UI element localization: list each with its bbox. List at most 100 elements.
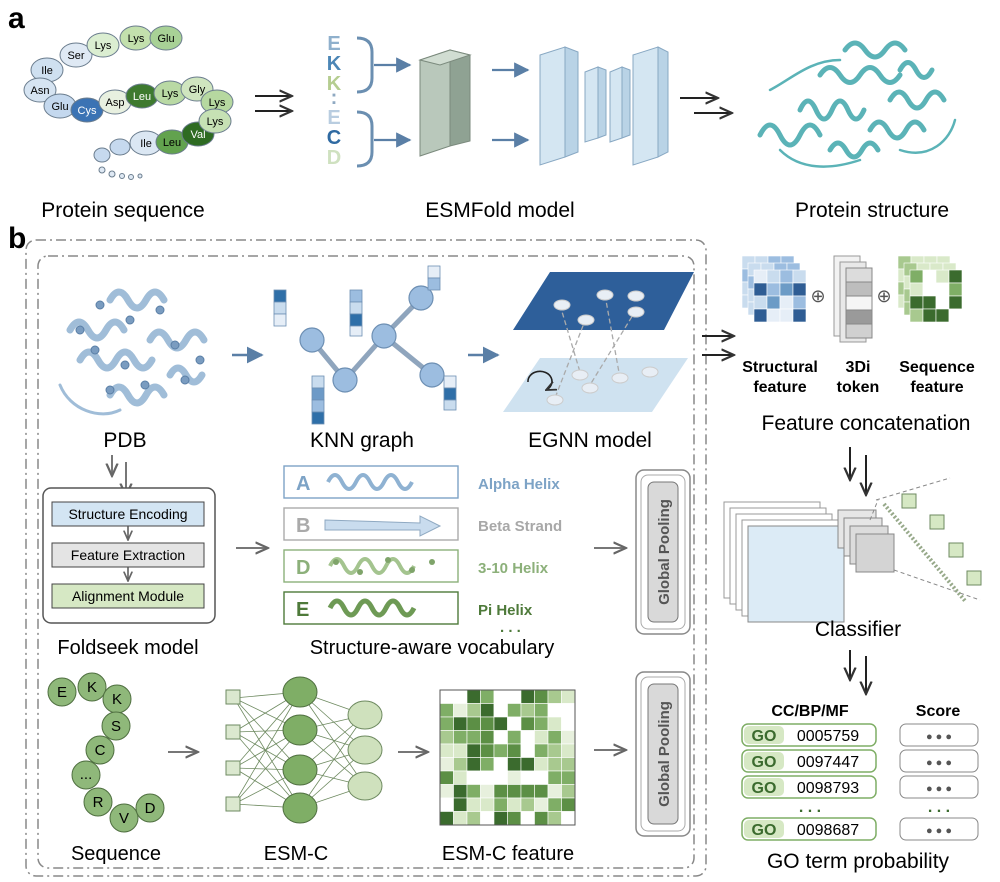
caption-egnn-model: EGNN model xyxy=(528,429,652,452)
sequence-feature-stack xyxy=(897,255,963,323)
residue-bead: Leu xyxy=(155,129,189,155)
svg-text:Leu: Leu xyxy=(133,91,151,103)
go-row: GO 0097447 ● ● ● xyxy=(741,749,979,773)
svg-text:Asp: Asp xyxy=(106,97,125,109)
svg-text:0097447: 0097447 xyxy=(797,754,859,771)
svg-text:S: S xyxy=(111,718,121,735)
vocab-ellipsis: . . . xyxy=(500,619,521,636)
svg-text:Gly: Gly xyxy=(189,84,206,96)
svg-text:E: E xyxy=(296,599,309,621)
vocab-pi-helix: Pi Helix xyxy=(478,602,533,619)
svg-text:Global Pooling: Global Pooling xyxy=(656,701,673,807)
svg-text:Leu: Leu xyxy=(163,137,181,149)
residue-bead: Lys xyxy=(198,108,232,134)
3di-token-column xyxy=(833,255,873,343)
svg-text:Ile: Ile xyxy=(140,138,152,150)
caption-foldseek-model: Foldseek model xyxy=(57,637,198,659)
svg-text:B: B xyxy=(296,515,310,537)
egnn-model xyxy=(503,272,694,412)
svg-text:Glu: Glu xyxy=(51,101,68,113)
panel-b-label: b xyxy=(8,222,26,255)
svg-text:C: C xyxy=(327,127,341,149)
svg-text:GO: GO xyxy=(752,728,777,745)
structure-vocabulary: A Alpha Helix B Beta Strand D 3-10 Helix… xyxy=(283,465,562,636)
svg-text:Lys: Lys xyxy=(209,97,226,109)
residue-bead: Leu xyxy=(125,83,159,109)
esmc-network xyxy=(225,676,383,824)
foldseek-model: Structure Encoding Feature Extraction Al… xyxy=(42,487,216,624)
svg-text:GO: GO xyxy=(752,780,777,797)
svg-text:Glu: Glu xyxy=(157,33,174,45)
residue-bead: Lys xyxy=(86,32,120,58)
knn-graph xyxy=(273,265,457,425)
svg-text:E: E xyxy=(327,33,340,55)
label-sequence-feature-1: Sequence xyxy=(899,359,975,376)
residue-bead: Lys xyxy=(119,25,153,51)
structural-feature-stack xyxy=(741,255,807,323)
label-structural-1: Structural xyxy=(742,359,818,376)
residue-bead: Ile xyxy=(30,57,64,83)
svg-text:Cys: Cys xyxy=(78,105,97,117)
plus-symbol-2: ⊕ xyxy=(876,286,891,306)
caption-protein-structure: Protein structure xyxy=(795,199,949,222)
svg-text:Lys: Lys xyxy=(128,33,145,45)
esmfold-model-blocks xyxy=(418,46,669,166)
svg-text:D: D xyxy=(327,147,341,169)
global-pooling-bottom: Global Pooling xyxy=(635,671,691,837)
vocab-3-10-helix: 3-10 Helix xyxy=(478,560,549,577)
caption-knn-graph: KNN graph xyxy=(310,429,414,452)
svg-text:● ● ●: ● ● ● xyxy=(926,825,952,837)
svg-text:D: D xyxy=(296,557,310,579)
svg-text::: : xyxy=(331,87,338,109)
sequence-beads: E K K S C ... R V D xyxy=(47,672,165,833)
label-3di-1: 3Di xyxy=(846,359,871,376)
caption-classifier: Classifier xyxy=(815,618,901,641)
arrow-model-to-structure xyxy=(680,98,732,113)
svg-text:Ile: Ile xyxy=(41,65,53,77)
svg-text:GO: GO xyxy=(752,822,777,839)
foldseek-step-alignment-module: Alignment Module xyxy=(72,588,184,604)
svg-text:V: V xyxy=(119,810,129,827)
residue-bead: Glu xyxy=(43,93,77,119)
pdb-structure-icon xyxy=(58,288,208,416)
residue-bead: Lys xyxy=(153,80,187,106)
caption-pdb: PDB xyxy=(103,429,146,452)
pdb-atoms xyxy=(75,300,205,395)
arrow-seq-to-model xyxy=(255,96,292,111)
protein-structure-ribbon xyxy=(757,40,957,168)
go-ellipsis-score: . . . xyxy=(928,799,950,816)
label-sequence-feature-2: feature xyxy=(910,379,963,396)
caption-sequence: Sequence xyxy=(71,843,161,865)
svg-text:● ● ●: ● ● ● xyxy=(926,731,952,743)
go-header-terms: CC/BP/MF xyxy=(771,703,849,720)
arrows-to-encoder xyxy=(374,57,412,148)
panel-a-label: a xyxy=(8,2,25,35)
go-row: GO 0098687 ● ● ● xyxy=(741,817,979,841)
svg-text:Lys: Lys xyxy=(162,88,179,100)
svg-text:A: A xyxy=(296,473,310,495)
svg-text:E: E xyxy=(327,107,340,129)
svg-text:● ● ●: ● ● ● xyxy=(926,757,952,769)
svg-text:K: K xyxy=(327,53,342,75)
svg-text:● ● ●: ● ● ● xyxy=(926,783,952,795)
panel-b-inner-frame xyxy=(37,255,695,869)
svg-text:Asn: Asn xyxy=(31,85,50,97)
panel-b-outer-frame xyxy=(25,239,707,877)
protein-sequence-beads: Ile Ser Lys Lys Glu Asn Glu Cys Asp Leu … xyxy=(23,25,234,180)
residue-bead: Glu xyxy=(149,25,183,51)
label-structural-2: feature xyxy=(753,379,806,396)
svg-text:Val: Val xyxy=(190,129,205,141)
svg-text:0098793: 0098793 xyxy=(797,780,859,797)
residue-bead: Asn xyxy=(23,77,57,103)
svg-text:Lys: Lys xyxy=(207,116,224,128)
esmc-feature-matrix xyxy=(439,689,576,826)
go-ellipsis-terms: . . . xyxy=(799,799,821,816)
caption-esmc-feature: ESM-C feature xyxy=(442,843,574,865)
residue-bead: Asp xyxy=(98,89,132,115)
go-row: GO 0098793 ● ● ● xyxy=(741,775,979,799)
svg-text:Ser: Ser xyxy=(67,50,84,62)
vocab-alpha-helix: Alpha Helix xyxy=(478,476,560,493)
svg-text:...: ... xyxy=(80,766,93,783)
svg-text:GO: GO xyxy=(752,754,777,771)
svg-text:Lys: Lys xyxy=(95,40,112,52)
